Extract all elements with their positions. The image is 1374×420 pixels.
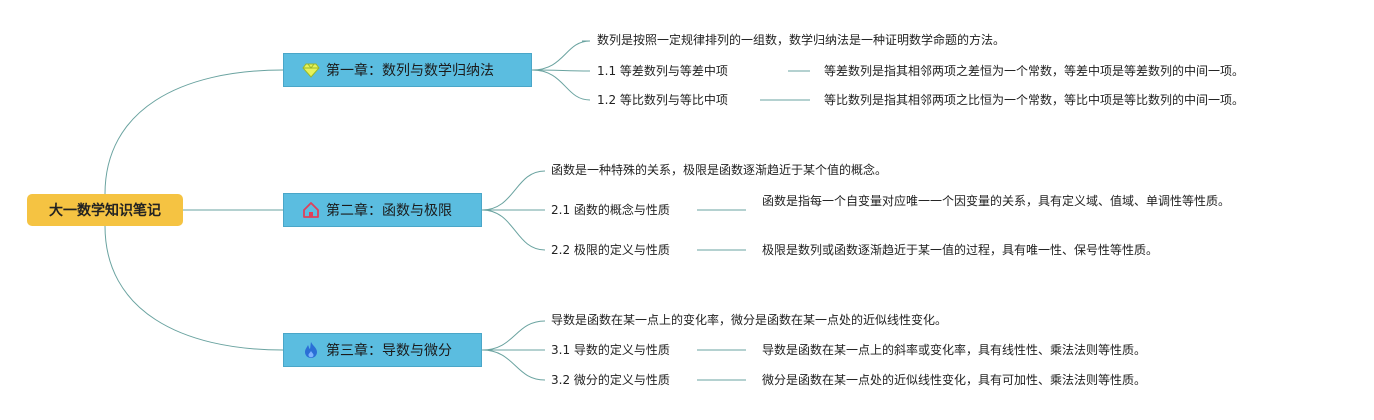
root-title: 大一数学知识笔记 — [49, 203, 161, 219]
chapter-3-title: 第三章：导数与微分 — [326, 343, 452, 359]
home-icon — [302, 201, 320, 219]
section-2-2-detail: 极限是数列或函数逐渐趋近于某一值的过程，具有唯一性、保号性等性质。 — [762, 243, 1159, 257]
section-1-2-detail: 等比数列是指其相邻两项之比恒为一个常数，等比中项是等比数列的中间一项。 — [824, 93, 1245, 107]
flame-icon — [302, 341, 320, 359]
root-node[interactable]: 大一数学知识笔记 — [27, 194, 183, 226]
section-2-1-label[interactable]: 2.1 函数的概念与性质 — [551, 203, 670, 217]
chapter-1-title: 第一章：数列与数学归纳法 — [326, 63, 494, 79]
chapter-2-summary: 函数是一种特殊的关系，极限是函数逐渐趋近于某个值的概念。 — [551, 163, 888, 177]
section-1-1-label[interactable]: 1.1 等差数列与等差中项 — [597, 64, 728, 78]
chapter-1-node[interactable]: 第一章：数列与数学归纳法 — [283, 53, 532, 87]
chapter-1-summary: 数列是按照一定规律排列的一组数，数学归纳法是一种证明数学命题的方法。 — [597, 33, 1006, 47]
section-3-1-detail: 导数是函数在某一点上的斜率或变化率，具有线性性、乘法法则等性质。 — [762, 343, 1147, 357]
section-2-1-detail: 函数是指每一个自变量对应唯一一个因变量的关系，具有定义域、值域、单调性等性质。 — [762, 194, 1231, 208]
section-1-1-detail: 等差数列是指其相邻两项之差恒为一个常数，等差中项是等差数列的中间一项。 — [824, 64, 1245, 78]
chapter-3-summary: 导数是函数在某一点上的变化率，微分是函数在某一点处的近似线性变化。 — [551, 313, 948, 327]
chapter-2-node[interactable]: 第二章：函数与极限 — [283, 193, 482, 227]
section-1-2-label[interactable]: 1.2 等比数列与等比中项 — [597, 93, 728, 107]
section-3-2-label[interactable]: 3.2 微分的定义与性质 — [551, 373, 670, 387]
section-3-1-label[interactable]: 3.1 导数的定义与性质 — [551, 343, 670, 357]
chapter-3-node[interactable]: 第三章：导数与微分 — [283, 333, 482, 367]
diamond-icon — [302, 61, 320, 79]
connector-root-ch3 — [104, 225, 284, 351]
section-2-2-label[interactable]: 2.2 极限的定义与性质 — [551, 243, 670, 257]
connector-root-ch1 — [104, 69, 284, 195]
chapter-2-title: 第二章：函数与极限 — [326, 203, 452, 219]
section-3-2-detail: 微分是函数在某一点处的近似线性变化，具有可加性、乘法法则等性质。 — [762, 373, 1147, 387]
